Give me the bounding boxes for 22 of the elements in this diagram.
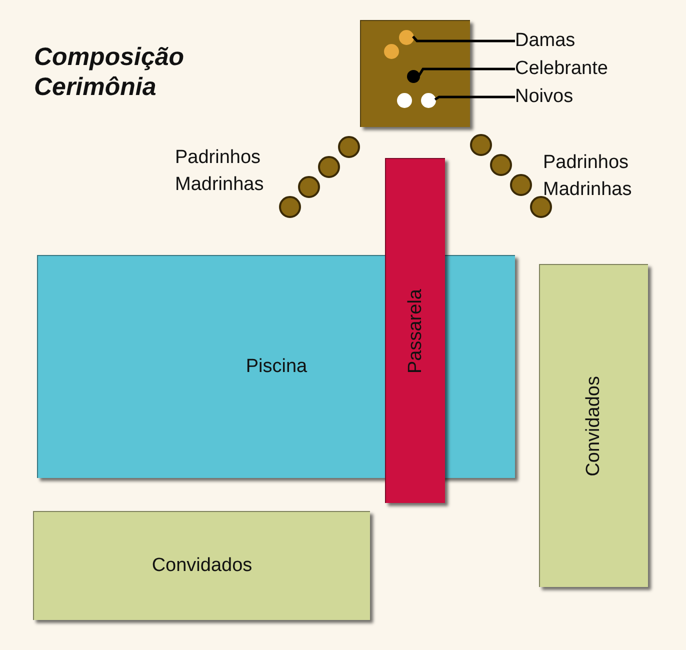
person-dot [397,93,412,108]
area-label: Convidados [152,555,252,577]
callout-label: Damas [515,29,576,53]
callout-label: Celebrante [515,57,608,81]
leader-line [412,36,515,42]
person-dot [421,93,436,108]
guest-seating-area [539,264,648,587]
person-dot [384,44,399,59]
guest-seating-area [33,511,370,620]
leader-line [434,96,515,101]
person-dot [407,70,420,83]
area-label: Piscina [246,356,308,378]
area-label: Passarela [404,288,426,374]
group-label: Padrinhos Madrinhas [175,146,265,197]
diagram-title: Composição Cerimônia [34,42,186,102]
walkway-strip [385,158,445,503]
callout-label: Noivos [515,85,574,109]
person-dot [399,30,414,45]
group-label: Padrinhos Madrinhas [543,151,633,202]
stage-platform [360,20,470,127]
area-label: Convidados [583,376,605,476]
leader-line [418,68,515,76]
